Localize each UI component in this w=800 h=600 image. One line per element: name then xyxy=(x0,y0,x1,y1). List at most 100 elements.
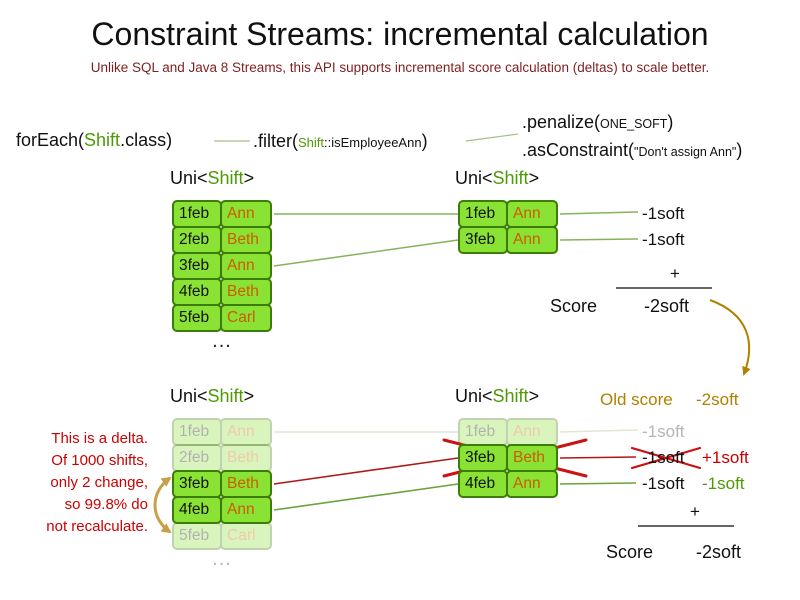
note-line: This is a delta. xyxy=(51,430,148,447)
label-text: > xyxy=(528,386,540,406)
code-text: ) xyxy=(736,140,743,160)
note-line: only 2 change, xyxy=(50,474,148,491)
lower-sum-plus: + xyxy=(690,502,700,521)
code-text: .asConstraint( xyxy=(522,140,635,160)
delta-note: This is a delta. Of 1000 shifts, only 2 … xyxy=(8,428,148,538)
lower-left-ellipsis: ... xyxy=(212,548,232,570)
uni-shift-label-upper-left: Uni<Shift> xyxy=(170,168,254,189)
code-text: ) xyxy=(421,131,428,151)
note-line: Of 1000 shifts, xyxy=(51,452,148,469)
label-text: Uni< xyxy=(170,168,208,188)
lower-insert-line-right xyxy=(559,482,637,485)
delta-insert-value: -1soft xyxy=(702,474,745,493)
upper-score-label: Score xyxy=(550,296,598,316)
lower-retract-line-left xyxy=(273,457,459,485)
shift-employee-cell: Ann xyxy=(506,470,558,498)
uni-shift-label-lower-right: Uni<Shift> xyxy=(455,386,539,407)
upper-match-line-3feb xyxy=(273,239,459,267)
uni-shift-label-upper-right: Uni<Shift> xyxy=(455,168,539,189)
lower-retract-line-right xyxy=(559,456,637,459)
shift-date-cell: 5feb xyxy=(172,304,222,332)
lower-penalty-1-faded: -1soft xyxy=(642,422,685,441)
code-text: .filter( xyxy=(253,131,298,151)
upper-left-ellipsis: ... xyxy=(212,330,232,352)
shift-employee-cell: Carl xyxy=(220,522,272,550)
upper-sum-plus: + xyxy=(670,264,680,283)
shift-employee-cell: Beth xyxy=(506,444,558,472)
upper-penalty-1: -1soft xyxy=(642,204,685,223)
shift-date-cell: 1feb xyxy=(458,418,508,446)
lower-insert-line-left xyxy=(273,483,459,511)
label-text: Uni< xyxy=(455,386,493,406)
code-text: .penalize( xyxy=(522,112,601,132)
shift-date-cell: 3feb xyxy=(172,470,222,498)
shift-employee-cell: Ann xyxy=(220,200,272,228)
page-subtitle: Unlike SQL and Java 8 Streams, this API … xyxy=(90,60,710,75)
lower-penalty-2-retracted: -1soft xyxy=(642,448,685,467)
code-text: ::isEmployeeAnn xyxy=(324,135,422,150)
code-type: Shift xyxy=(298,135,325,150)
code-text: forEach( xyxy=(16,130,85,150)
label-type: Shift xyxy=(207,386,244,406)
shift-date-cell: 2feb xyxy=(172,226,222,254)
code-arg: ONE_SOFT xyxy=(600,117,668,131)
shift-date-cell: 4feb xyxy=(172,496,222,524)
shift-date-cell: 3feb xyxy=(458,226,508,254)
code-text: .class) xyxy=(120,130,173,150)
shift-employee-cell: Ann xyxy=(506,418,558,446)
old-score-value: -2soft xyxy=(696,390,739,409)
lower-penalty-line-1-faded xyxy=(559,429,639,433)
shift-employee-cell: Ann xyxy=(220,252,272,280)
shift-employee-cell: Carl xyxy=(220,304,272,332)
label-text: > xyxy=(528,168,540,188)
note-line: so 99.8% do xyxy=(64,496,148,513)
shift-date-cell: 4feb xyxy=(172,278,222,306)
shift-employee-cell: Ann xyxy=(506,200,558,228)
upper-penalty-line-2 xyxy=(559,238,639,241)
shift-date-cell: 4feb xyxy=(458,470,508,498)
code-penalize: .penalize(ONE_SOFT) xyxy=(522,112,673,133)
shift-date-cell: 2feb xyxy=(172,444,222,472)
shift-date-cell: 1feb xyxy=(172,418,222,446)
shift-employee-cell: Beth xyxy=(220,226,272,254)
page-title: Constraint Streams: incremental calculat… xyxy=(91,16,709,52)
shift-date-cell: 1feb xyxy=(458,200,508,228)
delta-rows-arrow xyxy=(153,476,172,534)
label-text: > xyxy=(243,168,255,188)
old-score-arrow xyxy=(709,299,751,376)
shift-date-cell: 3feb xyxy=(172,252,222,280)
uni-shift-label-lower-left: Uni<Shift> xyxy=(170,386,254,407)
code-asconstraint: .asConstraint("Don't assign Ann") xyxy=(522,140,742,161)
lower-penalty-3: -1soft xyxy=(642,474,685,493)
lower-score-value: -2soft xyxy=(696,542,742,562)
shift-employee-cell: Ann xyxy=(506,226,558,254)
shift-employee-cell: Ann xyxy=(220,418,272,446)
code-filter: .filter(Shift::isEmployeeAnn) xyxy=(253,131,428,152)
code-text: ) xyxy=(667,112,674,132)
code-type: Shift xyxy=(84,130,121,150)
shift-date-cell: 3feb xyxy=(458,444,508,472)
label-text: Uni< xyxy=(170,386,208,406)
label-type: Shift xyxy=(492,386,529,406)
shift-date-cell: 1feb xyxy=(172,200,222,228)
label-text: Uni< xyxy=(455,168,493,188)
delta-retract-value: +1soft xyxy=(702,448,749,467)
